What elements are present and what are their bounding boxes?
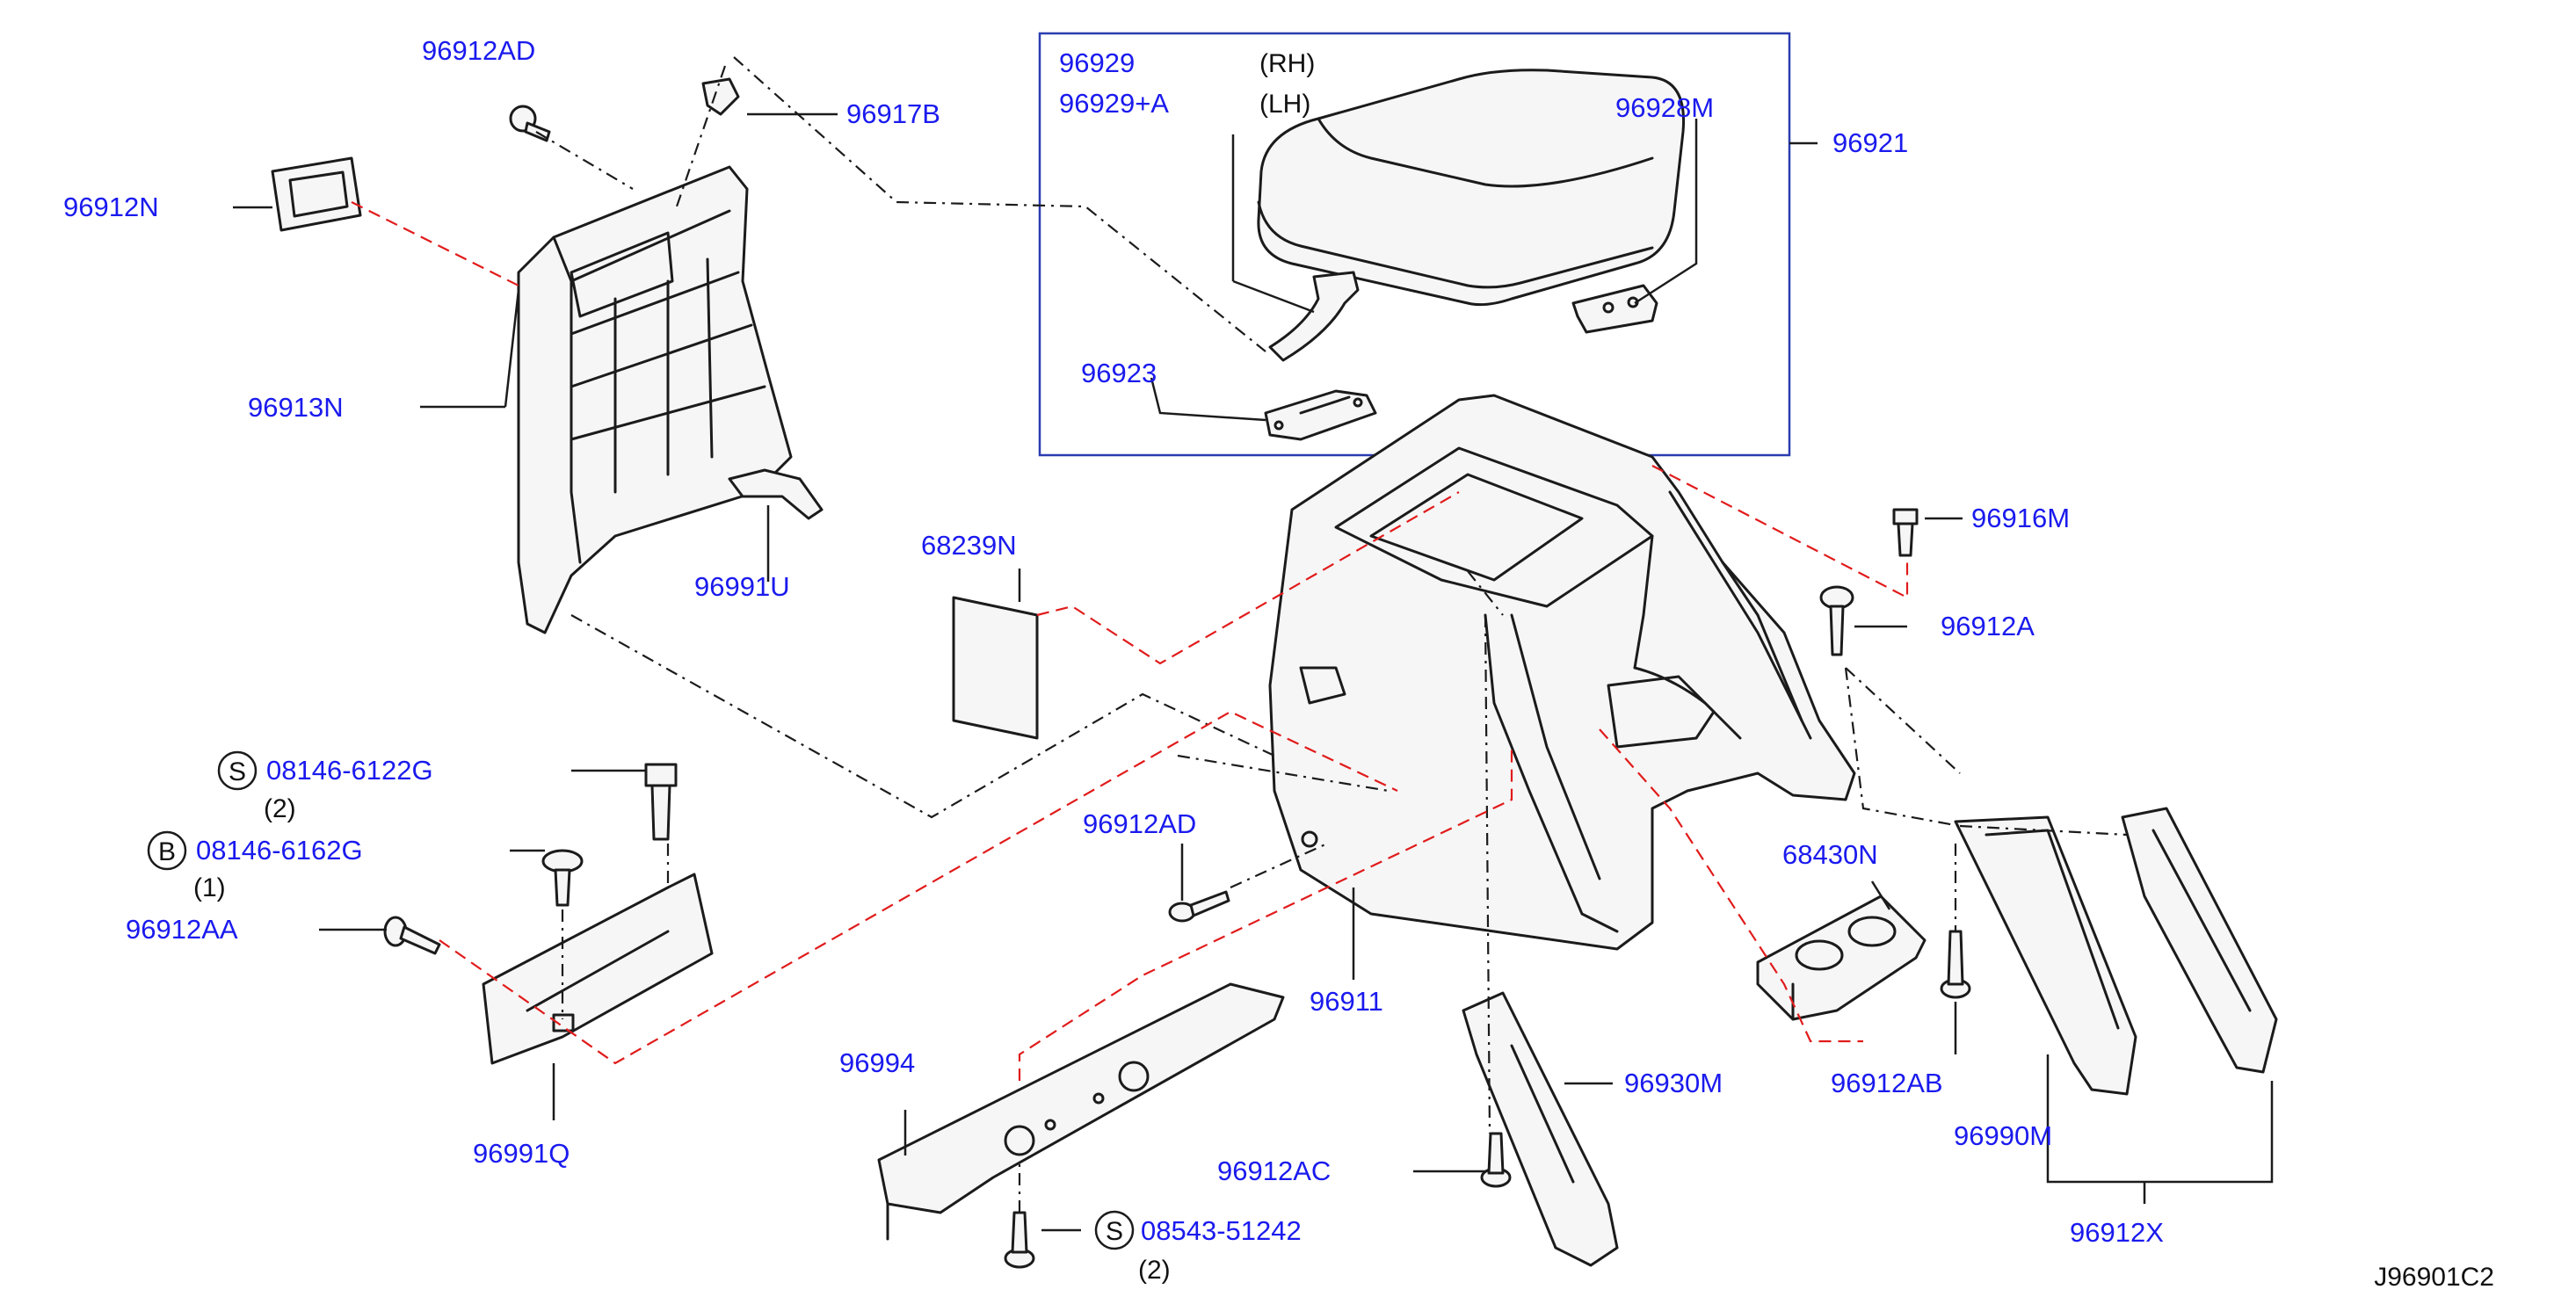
rear-panel-96913n-part <box>517 165 793 634</box>
screw-96912ac-part <box>1480 1132 1512 1188</box>
label-96921: 96921 <box>1832 127 1908 158</box>
label-96912ac: 96912AC <box>1217 1155 1331 1186</box>
label-qty-6122g: (2) <box>264 794 296 823</box>
symbol-s-1: S <box>217 750 258 791</box>
label-qty-51242: (2) <box>1138 1256 1171 1285</box>
screw-96912ab-part <box>1940 930 1971 999</box>
label-96929a: 96929+A <box>1059 88 1169 119</box>
label-96912ad-top: 96912AD <box>422 35 535 66</box>
label-68239n: 68239N <box>921 530 1017 561</box>
armrest-lid-part <box>1257 69 1686 307</box>
label-96930m: 96930M <box>1624 1068 1723 1098</box>
diagram-id: J96901C2 <box>2374 1263 2494 1292</box>
label-96929: 96929 <box>1059 47 1135 78</box>
label-96928m: 96928M <box>1615 92 1714 123</box>
label-96916m: 96916M <box>1971 503 2070 533</box>
symbol-b-1-letter: B <box>158 837 176 866</box>
label-96912aa: 96912AA <box>126 914 238 945</box>
label-96994: 96994 <box>839 1047 915 1078</box>
front-trim-96930m-part <box>1462 991 1619 1267</box>
label-96911: 96911 <box>1310 986 1383 1017</box>
symbol-b-1: B <box>147 830 187 871</box>
console-body-96911-part <box>1268 394 1856 951</box>
label-96990m: 96990M <box>1954 1120 2052 1151</box>
clip-96917b-part <box>701 77 740 116</box>
label-96912x: 96912X <box>2070 1217 2164 1248</box>
clip-96912n-part <box>271 156 362 232</box>
label-qty-6162g: (1) <box>193 873 226 902</box>
red-alignment-lines <box>351 201 1909 1081</box>
bolt-96916m-part <box>1892 508 1919 557</box>
leader-lines <box>233 112 2274 1232</box>
side-trim-96990m-part <box>1954 815 2137 1096</box>
hinge-96928m-part <box>1571 284 1658 334</box>
label-96912n: 96912N <box>63 192 159 222</box>
symbol-s-2: S <box>1094 1210 1135 1250</box>
label-96913n: 96913N <box>248 392 344 423</box>
label-96991u: 96991U <box>694 571 790 602</box>
assembly-guide-lines <box>535 56 2128 1213</box>
label-96912ad-mid: 96912AD <box>1083 808 1196 839</box>
label-lh: (LH) <box>1259 90 1310 119</box>
label-08146-6122g: 08146-6122G <box>266 755 433 786</box>
bracket-96991u-part <box>728 468 824 520</box>
label-96917b: 96917B <box>846 98 940 129</box>
label-96991q: 96991Q <box>473 1138 570 1169</box>
screw-08543-51242-part <box>1004 1211 1035 1269</box>
label-96912ab: 96912AB <box>1831 1068 1943 1098</box>
screw-96912a-part <box>1819 585 1854 656</box>
cup-holder-68430n-part <box>1756 895 1927 1021</box>
latch-96929-part <box>1268 271 1360 362</box>
label-96912a: 96912A <box>1941 611 2035 641</box>
label-rh: (RH) <box>1259 49 1315 78</box>
bolt-08146-6122g-part <box>644 763 678 841</box>
hinge-96923-part <box>1264 389 1377 441</box>
side-trim-96912x-part <box>2121 807 2278 1074</box>
bracket-96991q-part <box>482 873 714 1065</box>
bracket-96994-part <box>877 982 1285 1241</box>
pad-68239n-part <box>952 596 1039 740</box>
screw-08146-6162g-part <box>541 849 584 907</box>
callout-labels: 96912AD 96917B 96912N 96913N 96991U 6823… <box>63 35 2494 1292</box>
screw-96912aa-part <box>383 916 441 955</box>
label-96923: 96923 <box>1081 358 1157 388</box>
label-08146-6162g: 08146-6162G <box>196 835 363 866</box>
symbol-s-2-letter: S <box>1106 1217 1123 1246</box>
label-08543-51242: 08543-51242 <box>1141 1215 1302 1246</box>
symbol-s-1-letter: S <box>229 757 246 786</box>
label-68430n: 68430N <box>1782 839 1878 870</box>
screw-96912ad-mid-part <box>1168 890 1230 923</box>
